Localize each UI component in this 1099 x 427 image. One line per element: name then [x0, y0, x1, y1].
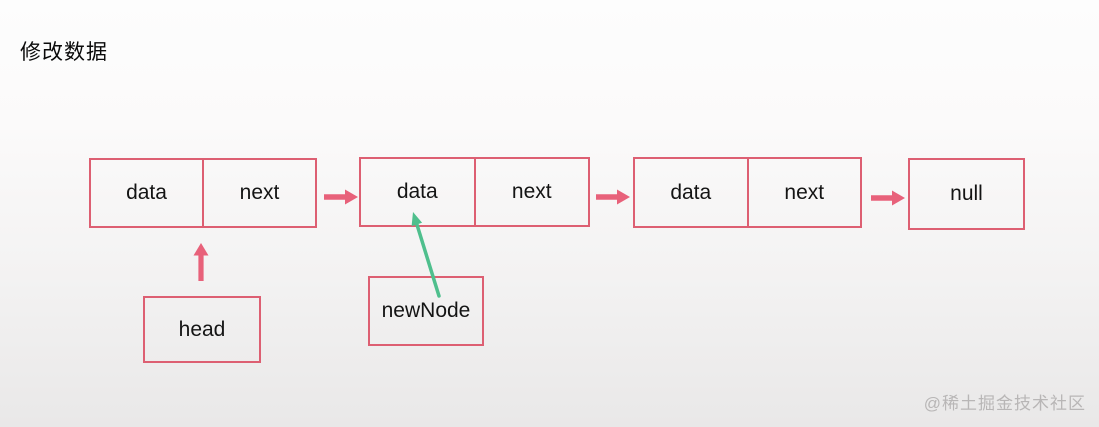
new-node-label: newNode: [381, 299, 471, 322]
node3-next-cell: next: [749, 159, 861, 226]
null-label: null: [950, 182, 983, 205]
node1-next-label: next: [239, 181, 280, 204]
head-label: head: [178, 317, 226, 341]
new-node-box: newNode: [368, 276, 484, 346]
linked-list-node-1: data next: [89, 158, 317, 228]
arrow-newnode-to-node2-data-icon: [411, 212, 441, 298]
node1-next-cell: next: [204, 160, 315, 226]
node2-data-cell: data: [361, 159, 476, 225]
watermark: @稀土掘金技术社区: [923, 394, 1086, 413]
arrow-shape: [596, 189, 630, 205]
arrow-node3-to-null-icon: [871, 190, 905, 206]
linked-list-node-2: data next: [359, 157, 590, 227]
node2-next-cell: next: [476, 159, 589, 225]
node3-data-cell: data: [635, 159, 749, 226]
linked-list-node-3: data next: [633, 157, 862, 228]
arrow-head-to-node1-icon: [193, 243, 209, 281]
head-pointer-box: head: [143, 296, 261, 363]
arrow-node2-to-node3-icon: [596, 189, 630, 205]
arrow-node1-to-node2-icon: [324, 189, 358, 205]
green-arrow-line: [415, 222, 441, 298]
page-title: 修改数据: [20, 41, 108, 64]
arrow-shape: [871, 190, 905, 206]
green-arrow-head: [411, 212, 423, 227]
node3-next-label: next: [784, 180, 825, 204]
node1-data-cell: data: [91, 160, 204, 226]
node2-data-label: data: [396, 180, 438, 203]
node3-data-label: data: [670, 180, 712, 204]
node2-next-label: next: [511, 180, 552, 203]
arrow-shape: [324, 189, 358, 205]
null-node: null: [908, 158, 1025, 230]
node1-data-label: data: [126, 181, 167, 204]
arrow-shape: [193, 243, 209, 281]
